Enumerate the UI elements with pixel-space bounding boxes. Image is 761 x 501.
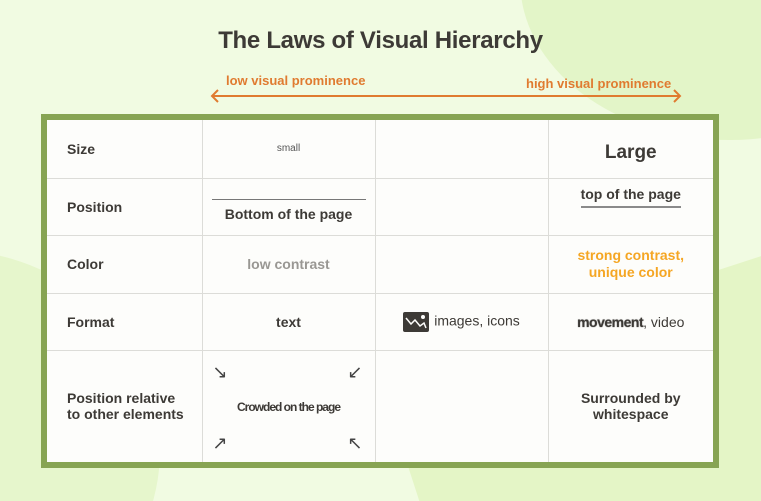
row-label-size: Size bbox=[47, 120, 203, 179]
size-large-text: Large bbox=[604, 141, 657, 163]
format-high-cell: movement, video bbox=[547, 292, 713, 351]
format-mid-cell: images, icons bbox=[374, 292, 549, 351]
table-row-format: Format text images, icons movement, vide… bbox=[47, 292, 713, 351]
hierarchy-table-frame: Size small Large Position Bottom of the … bbox=[41, 114, 719, 468]
table-row-relative-position: Position relative to other elements ↘ ↙ … bbox=[47, 349, 713, 462]
crowded-text: Crowded on the page bbox=[236, 400, 341, 415]
row-label-position: Position bbox=[47, 177, 203, 236]
video-text: , video bbox=[643, 313, 685, 330]
bottom-divider-line bbox=[211, 199, 366, 200]
table-row-color: Color low contrast strong contrast, uniq… bbox=[47, 234, 713, 294]
low-prominence-label: low visual prominence bbox=[226, 73, 366, 88]
size-high-cell: Large bbox=[547, 120, 713, 179]
crowded-cell: ↘ ↙ ↗ ↖ Crowded on the page bbox=[201, 349, 376, 462]
row-label-color: Color bbox=[47, 234, 203, 294]
size-mid-cell bbox=[374, 120, 549, 179]
size-small-text: small bbox=[276, 142, 301, 154]
row-label-relative-position: Position relative to other elements bbox=[47, 349, 203, 462]
top-of-page-text: top of the page bbox=[580, 185, 681, 202]
table-row-size: Size small Large bbox=[47, 120, 713, 179]
color-mid-cell bbox=[374, 234, 549, 294]
images-icons-text: images, icons bbox=[434, 312, 520, 329]
strong-contrast-line1: strong contrast, bbox=[577, 247, 685, 263]
arrow-down-left-icon: ↙ bbox=[347, 361, 363, 382]
arrow-up-right-icon: ↗ bbox=[212, 433, 228, 453]
relative-label-line1: Position relative bbox=[67, 390, 176, 407]
arrow-down-right-icon: ↘ bbox=[212, 361, 228, 382]
image-icon bbox=[403, 311, 430, 332]
page-title: The Laws of Visual Hierarchy bbox=[218, 27, 543, 54]
format-text: text bbox=[201, 292, 376, 351]
surrounded-cell: Surrounded by whitespace bbox=[547, 349, 713, 462]
size-low-cell: small bbox=[201, 120, 376, 179]
position-low-cell: Bottom of the page bbox=[201, 177, 376, 236]
movement-text: movement bbox=[577, 313, 644, 330]
position-high-cell: top of the page bbox=[547, 177, 713, 236]
surrounded-line2: whitespace bbox=[593, 406, 669, 423]
low-contrast-text: low contrast bbox=[201, 234, 376, 294]
row-label-format: Format bbox=[47, 292, 203, 351]
bottom-of-page-text: Bottom of the page bbox=[224, 206, 353, 222]
strong-contrast-line2: unique color bbox=[588, 264, 673, 280]
relative-mid-cell bbox=[374, 349, 549, 462]
high-prominence-label: high visual prominence bbox=[526, 76, 672, 91]
hierarchy-table: Size small Large Position Bottom of the … bbox=[47, 120, 713, 462]
position-mid-cell bbox=[374, 177, 549, 236]
relative-label-line2: to other elements bbox=[67, 406, 184, 423]
arrow-up-left-icon: ↖ bbox=[347, 433, 363, 453]
color-high-cell: strong contrast, unique color bbox=[547, 234, 713, 294]
surrounded-line1: Surrounded by bbox=[580, 390, 681, 407]
double-arrow-icon bbox=[210, 89, 682, 103]
table-row-position: Position Bottom of the page top of the p… bbox=[47, 177, 713, 236]
top-underline bbox=[580, 205, 681, 208]
